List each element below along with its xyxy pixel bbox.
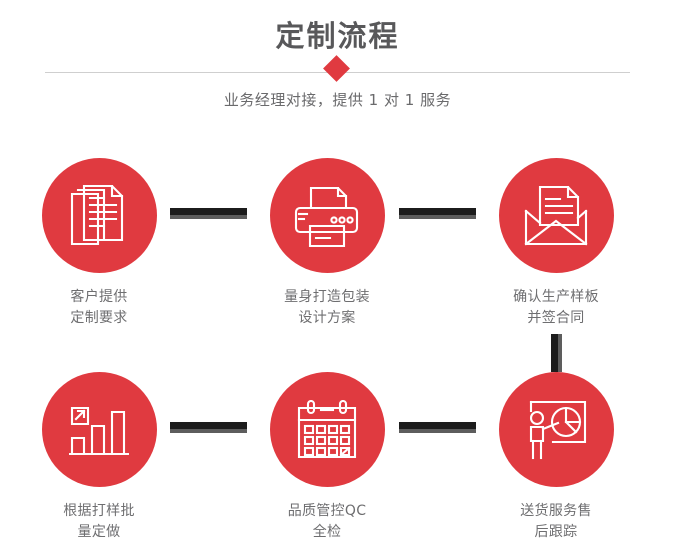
- connector-bar: [399, 422, 476, 429]
- step-4-caption: 根据打样批 量定做: [63, 503, 135, 540]
- connector-step5-step6: [399, 422, 476, 433]
- calendar-check-icon: [296, 399, 358, 460]
- step-2-icon-circle: [269, 158, 385, 273]
- step-6-icon-circle: [498, 372, 614, 487]
- printer-icon: [294, 184, 360, 248]
- connector-shadow: [170, 215, 247, 219]
- documents-stack-icon: [68, 184, 130, 248]
- step-5-icon-circle: [269, 372, 385, 487]
- step-4-icon-circle: [41, 372, 157, 487]
- step-1-icon-circle: [41, 158, 157, 273]
- presenter-pie-chart-icon: [524, 399, 588, 461]
- process-step-2: 量身打造包装 设计方案: [247, 158, 407, 329]
- process-step-4: 根据打样批 量定做: [19, 372, 179, 543]
- connector-shadow: [170, 429, 247, 433]
- process-flow: 客户提供 定制要求: [0, 130, 675, 550]
- envelope-letter-icon: [522, 185, 590, 247]
- connector-bar: [551, 334, 558, 372]
- connector-step3-step6: [551, 334, 562, 372]
- connector-step2-step3: [399, 208, 476, 219]
- step-1-caption: 客户提供 定制要求: [70, 289, 128, 326]
- header-subtitle: 业务经理对接，提供 1 对 1 服务: [223, 91, 452, 109]
- connector-step1-step2: [170, 208, 247, 219]
- connector-step4-step5: [170, 422, 247, 433]
- process-step-6: 送货服务售 后跟踪: [476, 372, 636, 543]
- step-2-caption: 量身打造包装 设计方案: [284, 289, 370, 326]
- process-step-3: 确认生产样板 并签合同: [476, 158, 636, 329]
- bar-chart-growth-icon: [69, 400, 129, 460]
- connector-shadow: [399, 215, 476, 219]
- step-3-caption: 确认生产样板 并签合同: [513, 289, 599, 326]
- connector-shadow: [558, 334, 562, 372]
- step-3-icon-circle: [498, 158, 614, 273]
- connector-shadow: [399, 429, 476, 433]
- header: 定制流程 业务经理对接，提供 1 对 1 服务: [0, 0, 675, 130]
- connector-bar: [170, 422, 247, 429]
- connector-bar: [399, 208, 476, 215]
- red-diamond-icon: [323, 55, 350, 82]
- process-step-5: 品质管控QC 全检: [247, 372, 407, 543]
- process-step-1: 客户提供 定制要求: [19, 158, 179, 329]
- step-6-caption: 送货服务售 后跟踪: [520, 503, 592, 540]
- connector-bar: [170, 208, 247, 215]
- step-5-caption: 品质管控QC 全检: [287, 503, 367, 540]
- page-title: 定制流程: [275, 19, 400, 53]
